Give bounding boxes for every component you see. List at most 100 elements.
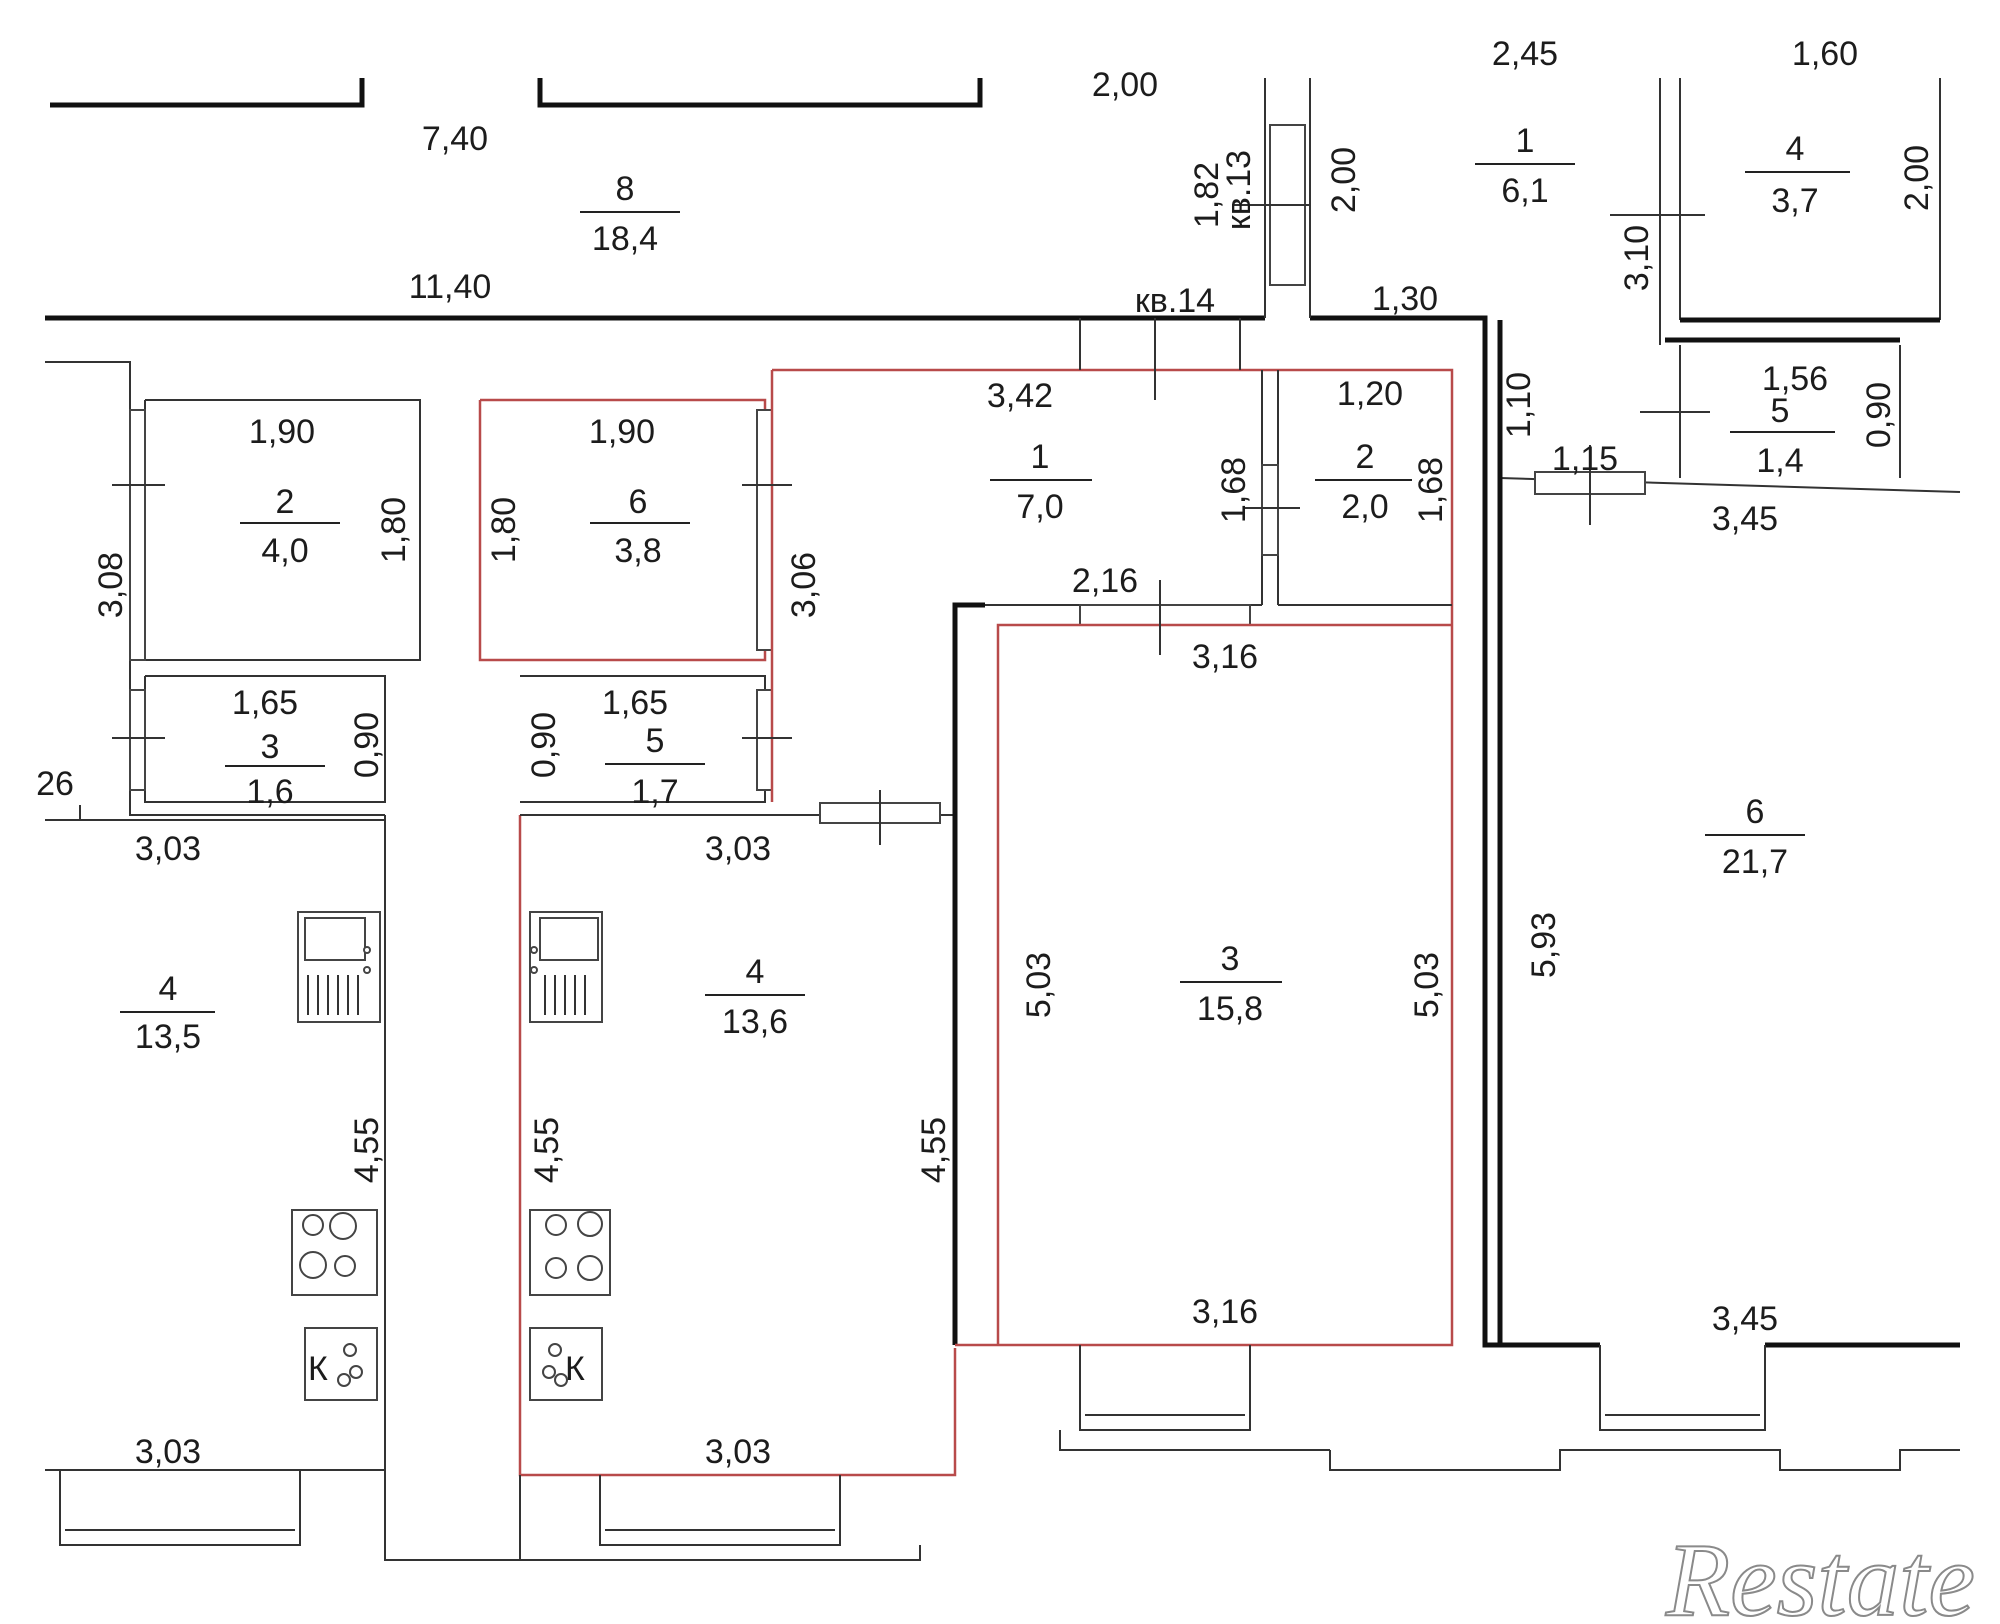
dimension-label: 11,40 xyxy=(409,268,492,306)
left-cooktop-icon xyxy=(291,1209,378,1296)
svg-text:1: 1 xyxy=(1516,122,1535,160)
svg-text:7,0: 7,0 xyxy=(1016,488,1063,526)
dimension-label: 1,65 xyxy=(602,684,668,722)
middle-walls xyxy=(478,398,985,1561)
dimension-label: 7,40 xyxy=(422,120,488,158)
dimension-label: 1,20 xyxy=(1337,375,1403,413)
left-sink xyxy=(297,911,381,1023)
svg-text:6: 6 xyxy=(629,483,648,521)
svg-text:15,8: 15,8 xyxy=(1197,990,1263,1028)
svg-text:2: 2 xyxy=(1356,438,1375,476)
svg-text:2,0: 2,0 xyxy=(1341,488,1388,526)
right-walls xyxy=(1329,320,1960,1471)
dimension-label: 26 xyxy=(36,765,74,803)
upper-walls xyxy=(45,78,1961,1348)
dimension-label: 0,90 xyxy=(1860,382,1898,448)
dimension-label: 4,55 xyxy=(915,1117,953,1183)
room-3-main-label: 3 15,8 xyxy=(1180,940,1282,1028)
dimension-label: 2,00 xyxy=(1325,147,1363,213)
dimension-label: 4,55 xyxy=(528,1117,566,1183)
dimension-label: 1,68 xyxy=(1412,457,1450,523)
svg-text:5: 5 xyxy=(646,722,665,760)
room-4-left-label: 4 13,5 xyxy=(120,970,215,1056)
room-8-label: 8 18,4 xyxy=(580,170,680,258)
left-stove-icon xyxy=(304,1327,378,1401)
room-1-top-label: 1 6,1 xyxy=(1475,122,1575,210)
svg-text:6,1: 6,1 xyxy=(1501,172,1548,210)
dimension-label: 3,08 xyxy=(92,552,130,618)
room-4-top-label: 4 3,7 xyxy=(1745,130,1850,220)
svg-text:21,7: 21,7 xyxy=(1722,843,1788,881)
dimension-label: 1,82 xyxy=(1188,162,1226,228)
dimension-label: 1,68 xyxy=(1215,457,1253,523)
room-2-main-label: 2 2,0 xyxy=(1315,438,1412,526)
svg-text:13,6: 13,6 xyxy=(722,1003,788,1041)
room-6-mid-label: 6 3,8 xyxy=(590,483,690,570)
middle-stove-label: К xyxy=(565,1350,585,1388)
middle-cooktop-icon xyxy=(529,1209,611,1296)
dimension-label: 3,45 xyxy=(1712,1300,1778,1338)
restate-logo: Restate xyxy=(1665,1521,1975,1624)
dimension-label: 1,15 xyxy=(1552,440,1618,478)
dimension-label: 4,55 xyxy=(348,1117,386,1183)
dimension-label: 1,90 xyxy=(249,413,315,451)
selected-apartment xyxy=(770,318,1454,1451)
dimension-label: 3,10 xyxy=(1618,225,1656,291)
left-walls xyxy=(45,361,521,1561)
svg-text:4: 4 xyxy=(1786,130,1805,168)
svg-text:1,6: 1,6 xyxy=(246,773,293,811)
dimension-label: 3,03 xyxy=(135,830,201,868)
svg-text:3: 3 xyxy=(1221,940,1240,978)
svg-text:4: 4 xyxy=(746,953,765,991)
room-5-right-label: 5 1,4 xyxy=(1730,392,1835,480)
room-5-mid-label: 5 1,7 xyxy=(605,722,705,811)
dimension-label: 3,06 xyxy=(785,552,823,618)
svg-text:8: 8 xyxy=(616,170,635,208)
svg-text:2: 2 xyxy=(276,483,295,521)
dimension-label: 3,16 xyxy=(1192,1293,1258,1331)
svg-text:18,4: 18,4 xyxy=(592,220,658,258)
svg-text:13,5: 13,5 xyxy=(135,1018,201,1056)
dimension-label: 5,03 xyxy=(1020,952,1058,1018)
svg-text:1,7: 1,7 xyxy=(631,773,678,811)
svg-text:6: 6 xyxy=(1746,793,1765,831)
middle-sink xyxy=(529,911,603,1023)
middle-stove-icon xyxy=(529,1327,603,1401)
door-ticks xyxy=(112,204,1710,845)
dimension-label: 1,90 xyxy=(589,413,655,451)
dimension-label: 3,03 xyxy=(705,830,771,868)
dimension-label: 2,16 xyxy=(1072,562,1138,600)
dimension-label: 3,16 xyxy=(1192,638,1258,676)
left-stove-label: К xyxy=(308,1350,328,1388)
svg-text:4,0: 4,0 xyxy=(261,532,308,570)
dimension-label: 3,03 xyxy=(135,1433,201,1471)
room-2-left-label: 2 4,0 xyxy=(240,483,340,570)
dimension-label: 3,42 xyxy=(987,377,1053,415)
dimension-label: 1,60 xyxy=(1792,35,1858,73)
svg-text:3: 3 xyxy=(261,728,280,766)
dimension-label: 5,03 xyxy=(1408,952,1446,1018)
room-4-mid-label: 4 13,6 xyxy=(705,953,805,1041)
room-3-left-label: 3 1,6 xyxy=(225,728,325,811)
dimension-label: 1,80 xyxy=(485,497,523,563)
dimension-label: 2,45 xyxy=(1492,35,1558,73)
svg-text:4: 4 xyxy=(159,970,178,1008)
svg-text:5: 5 xyxy=(1771,392,1790,430)
dimension-label: 0,90 xyxy=(525,712,563,778)
room-6-right-label: 6 21,7 xyxy=(1705,793,1805,881)
dimension-label: 3,03 xyxy=(705,1433,771,1471)
dimension-label: 3,45 xyxy=(1712,500,1778,538)
dimension-label: 0,90 xyxy=(348,712,386,778)
dimension-label: 2,00 xyxy=(1092,66,1158,104)
svg-text:1: 1 xyxy=(1031,438,1050,476)
dimension-label: 1,56 xyxy=(1762,360,1828,398)
svg-text:3,8: 3,8 xyxy=(614,532,661,570)
dimension-label: 1,65 xyxy=(232,684,298,722)
apartment-label-14: кв.14 xyxy=(1135,282,1215,320)
dimension-label: 2,00 xyxy=(1898,145,1936,211)
room-labels: 8 18,4 1 6,1 4 3,7 5 1,4 2 4,0 3 1,6 xyxy=(120,122,1850,1056)
dimension-label: 1,80 xyxy=(375,497,413,563)
dimension-label: 1,10 xyxy=(1500,372,1538,438)
